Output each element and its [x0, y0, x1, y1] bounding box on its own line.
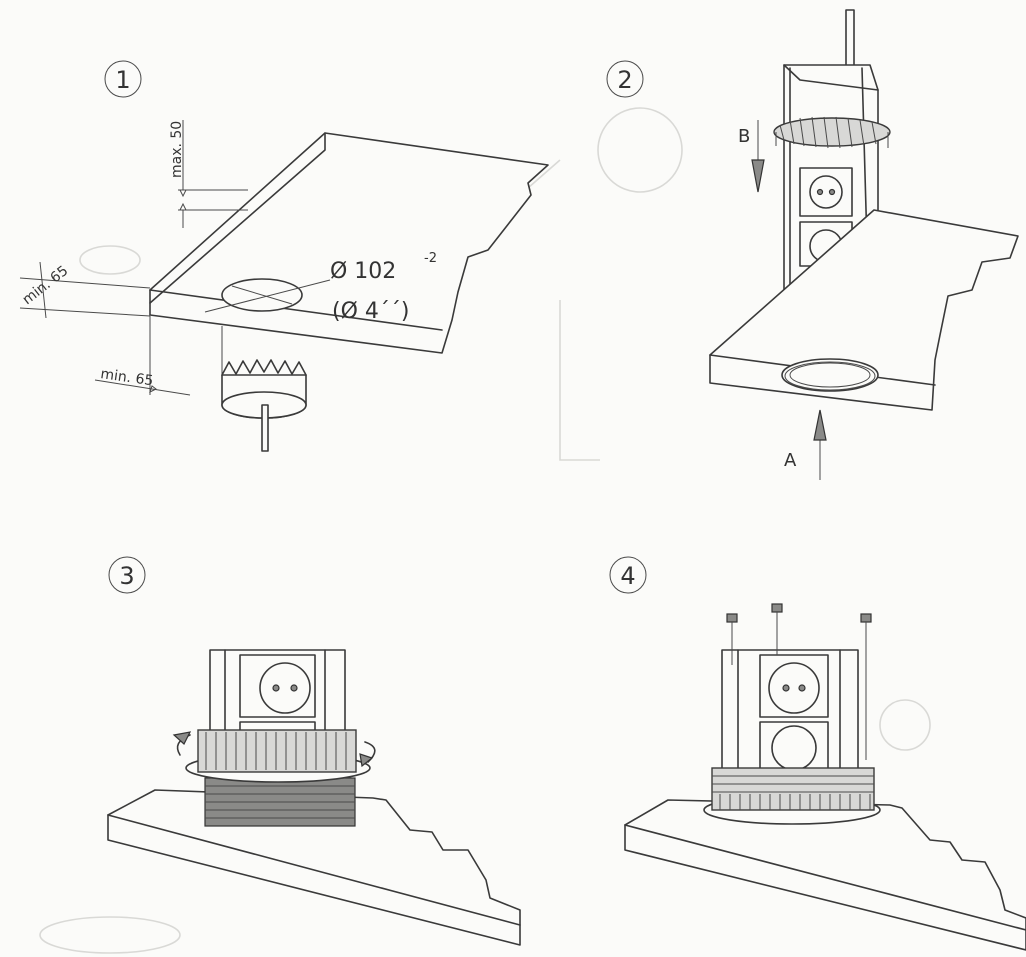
step-3-worktop [107, 789, 521, 946]
hole-tolerance-label: -2 [424, 251, 437, 266]
step-1-circle [104, 60, 142, 98]
arrow-b-label: B [738, 126, 750, 147]
step-4-clamping-ring [711, 767, 875, 811]
step-4-worktop [624, 799, 1026, 951]
step-1-drill-hole: 1 max. 50 min. 65 min. 65 Ø 102 -2 (Ø 4´… [20, 60, 549, 452]
hole-saw-icon [221, 359, 307, 452]
step-3-screw-ring: 3 [107, 556, 521, 946]
step-4-number: 4 [620, 562, 635, 590]
step-2-worktop [709, 209, 1019, 411]
step-2-number: 2 [617, 66, 632, 94]
min-edge-front-label: min. 65 [99, 366, 154, 389]
step-3-number: 3 [119, 562, 134, 590]
screw-icon [771, 603, 783, 655]
min-edge-side-label: min. 65 [20, 263, 72, 308]
collar-ring [773, 117, 891, 147]
hole-diameter-inches-label: (Ø 4´´) [332, 299, 409, 324]
step-4-circle [609, 556, 647, 594]
step-2-hole [781, 358, 879, 392]
step-4-fix-screws: 4 [609, 556, 1026, 951]
arrow-a-label: A [784, 450, 797, 471]
step-2-insert-socket: 2 B A [606, 9, 1019, 480]
step-3-circle [108, 556, 146, 594]
step-1-number: 1 [115, 66, 130, 94]
screw-icon [726, 613, 738, 665]
step-2-circle [606, 60, 644, 98]
max-thickness-label: max. 50 [169, 121, 185, 178]
screw-icon [860, 613, 872, 760]
clamping-ring [197, 729, 357, 773]
hole-diameter-label: Ø 102 [330, 259, 396, 284]
